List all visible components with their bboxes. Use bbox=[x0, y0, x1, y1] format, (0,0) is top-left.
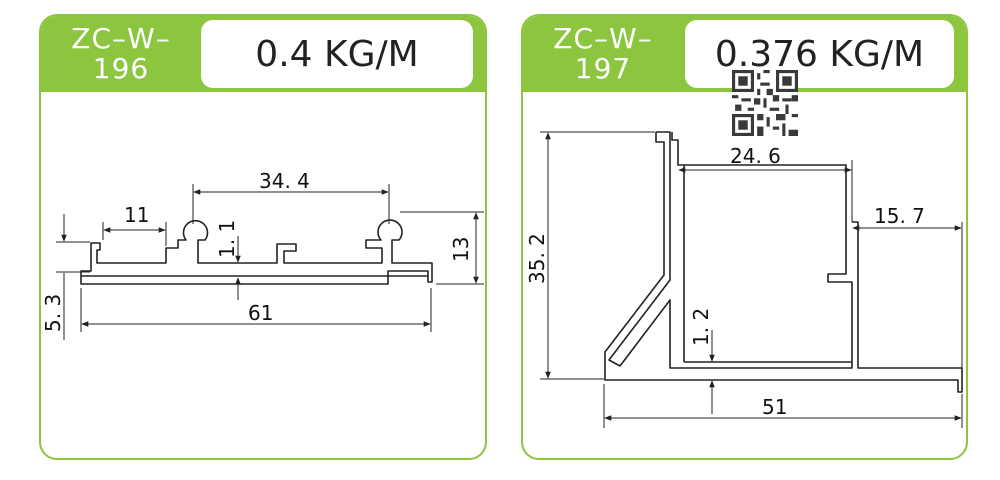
dim-right-width-label: 15. 7 bbox=[874, 204, 925, 228]
profile-code-line2: 196 bbox=[92, 52, 150, 85]
dim-inner-width-label: 24. 6 bbox=[730, 144, 781, 168]
profile-197-outline bbox=[604, 131, 963, 393]
dim-thickness-label: 1. 1 bbox=[215, 220, 239, 258]
profile-code: ZC–W– 197 bbox=[523, 16, 683, 92]
profile-weight: 0.376 KG/M bbox=[685, 20, 954, 88]
profile-197-dimensions bbox=[540, 131, 963, 428]
profile-weight: 0.4 KG/M bbox=[201, 20, 473, 88]
qr-code-icon bbox=[732, 70, 798, 136]
dim-height-label: 35. 2 bbox=[525, 233, 549, 284]
dim-thickness-label: 1. 2 bbox=[689, 308, 713, 346]
profile-code-line1: ZC–W– bbox=[553, 22, 653, 55]
dim-base-label: 5. 3 bbox=[41, 294, 65, 332]
card-header: ZC–W– 196 0.4 KG/M bbox=[41, 16, 485, 92]
profile-196-dimensions bbox=[56, 184, 484, 340]
dim-top-span-label: 34. 4 bbox=[259, 169, 310, 193]
dim-height-label: 13 bbox=[449, 237, 473, 262]
profile-code: ZC–W– 196 bbox=[41, 16, 201, 92]
dim-width-label: 61 bbox=[248, 301, 273, 325]
profile-code-line2: 197 bbox=[574, 52, 632, 85]
profile-196-outline bbox=[80, 219, 433, 285]
card-header: ZC–W– 197 0.376 KG/M bbox=[523, 16, 966, 92]
dim-slot-label: 11 bbox=[124, 203, 149, 227]
profile-code-line1: ZC–W– bbox=[71, 22, 171, 55]
profile-card-zc-w-196: ZC–W– 196 0.4 KG/M bbox=[39, 14, 487, 460]
dim-width-label: 51 bbox=[762, 395, 787, 419]
